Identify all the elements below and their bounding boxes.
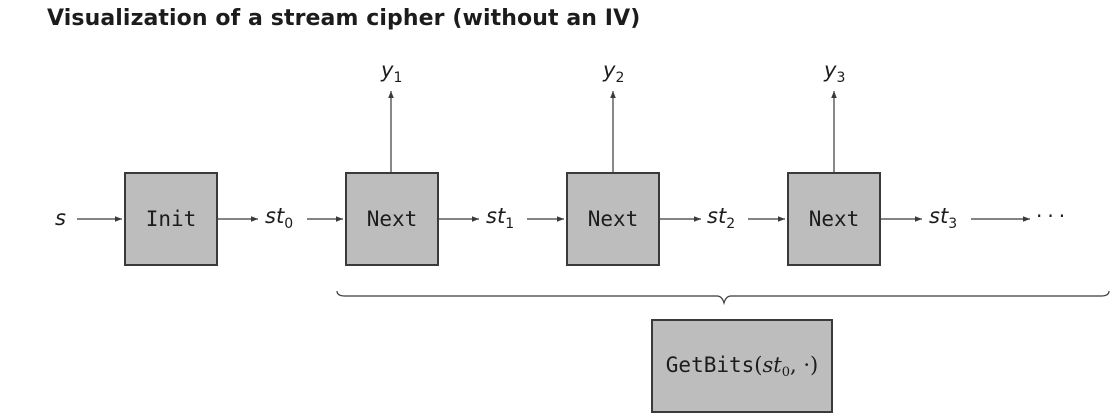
next-box-label: Next: [366, 207, 418, 231]
output-label-y3: y3: [824, 58, 846, 86]
init-box-label: Init: [145, 207, 197, 231]
next-box-label: Next: [587, 207, 639, 231]
state-label-st2: st2: [707, 204, 736, 232]
next-box-1: Next: [345, 172, 439, 266]
continuation-dots: ···: [1036, 204, 1071, 228]
state-label-st3: st3: [929, 204, 958, 232]
getbits-label: GetBits(st0, ·): [665, 352, 819, 380]
next-box-label: Next: [808, 207, 860, 231]
next-box-2: Next: [566, 172, 660, 266]
getbits-box: GetBits(st0, ·): [651, 319, 833, 413]
output-label-y1: y1: [381, 58, 403, 86]
diagram-title: Visualization of a stream cipher (withou…: [47, 6, 641, 31]
output-label-y2: y2: [603, 58, 625, 86]
input-variable-s: s: [55, 206, 66, 230]
next-box-3: Next: [787, 172, 881, 266]
state-label-st1: st1: [486, 204, 515, 232]
grouping-brace: [336, 290, 1110, 306]
state-label-st0: st0: [265, 204, 294, 232]
init-box: Init: [124, 172, 218, 266]
